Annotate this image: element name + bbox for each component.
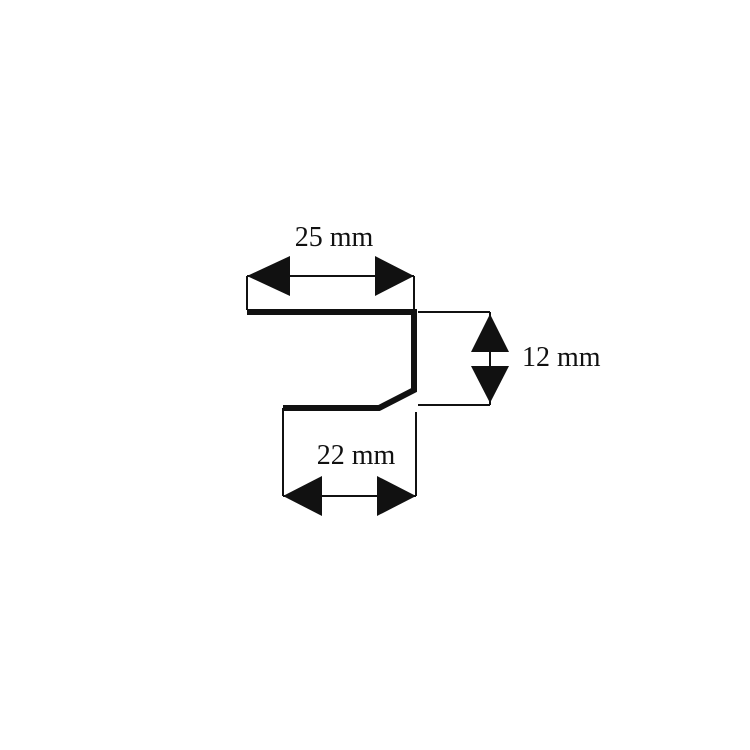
bottom-arrow-right — [377, 476, 416, 516]
right-arrow-bottom — [471, 366, 509, 403]
top-dimension: 25 mm — [246, 222, 415, 310]
top-arrow-left — [247, 256, 290, 296]
profile-outline — [247, 309, 417, 411]
right-arrow-top — [471, 314, 509, 352]
top-arrow-right — [375, 256, 414, 296]
right-dimension: 12 mm — [418, 311, 601, 406]
bottom-dimension-label: 22 mm — [317, 440, 396, 471]
top-dimension-label: 25 mm — [295, 222, 374, 253]
right-dimension-label: 12 mm — [522, 342, 601, 373]
bottom-arrow-left — [283, 476, 322, 516]
profile-shape — [247, 309, 417, 411]
bottom-dimension: 22 mm — [282, 408, 417, 516]
